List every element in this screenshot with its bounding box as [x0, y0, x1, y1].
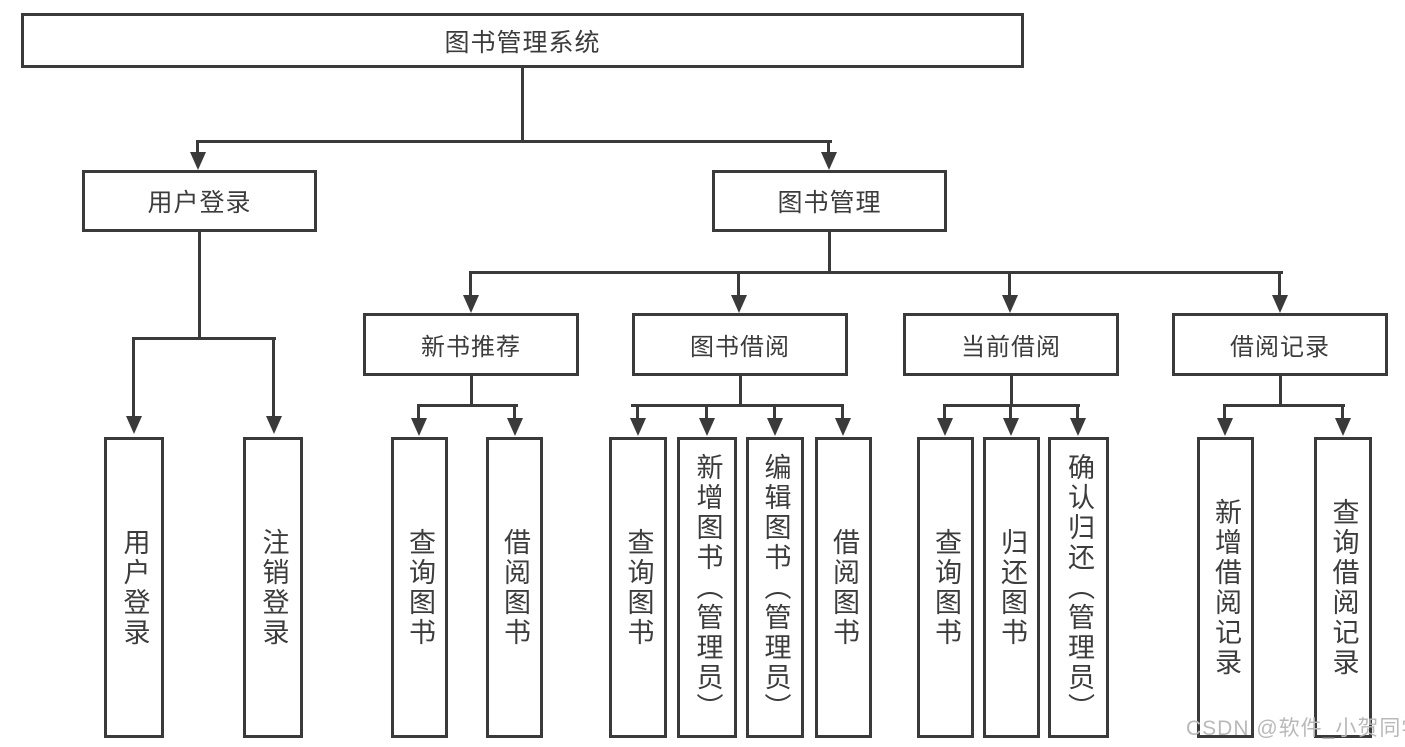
connector-book-management-stem — [828, 232, 831, 271]
node-user-login: 用户登录 — [82, 170, 317, 232]
arrow-to-new-book-recommend — [463, 271, 479, 313]
leaf-borrowing-add-books: 新增图书（管理员） — [677, 437, 737, 738]
leaf-current-query-books: 查询图书 — [917, 437, 974, 738]
leaf-current-return-books: 归还图书 — [983, 437, 1040, 738]
connector-records-horizontal — [1224, 404, 1345, 407]
arrow-to-records-query — [1335, 404, 1351, 436]
watermark: CSDN @软件_小贺同学 — [1186, 717, 1405, 740]
arrow-to-borrowing-query — [630, 404, 646, 436]
connector-recommend-stem — [470, 376, 473, 404]
leaf-records-add-record: 新增借阅记录 — [1197, 437, 1254, 738]
leaf-borrowing-borrow-books: 借阅图书 — [815, 437, 872, 738]
leaf-borrowing-edit-books: 编辑图书（管理员） — [746, 437, 804, 738]
arrow-to-book-borrowing — [731, 271, 747, 313]
connector-root-stem — [521, 68, 524, 143]
leaf-user-login: 用户登录 — [104, 437, 164, 738]
leaf-records-query-record: 查询借阅记录 — [1314, 437, 1372, 738]
node-book-borrowing: 图书借阅 — [632, 313, 848, 376]
connector-current-stem — [1010, 376, 1013, 404]
connector-borrowing-horizontal — [631, 404, 843, 407]
arrow-to-current-query — [937, 404, 953, 436]
node-borrowing-records: 借阅记录 — [1172, 313, 1388, 376]
connector-root-horizontal — [196, 140, 832, 143]
node-root: 图书管理系统 — [21, 13, 1024, 68]
connector-records-stem — [1279, 376, 1282, 404]
leaf-borrowing-query-books: 查询图书 — [609, 437, 667, 738]
leaf-logout: 注销登录 — [243, 437, 303, 738]
arrow-to-borrowing-records — [1272, 271, 1288, 313]
connector-current-horizontal — [944, 404, 1080, 407]
connector-user-login-stem — [198, 232, 201, 337]
leaf-current-confirm-return: 确认归还（管理员） — [1048, 437, 1109, 738]
node-book-management: 图书管理 — [712, 170, 947, 232]
connector-borrowing-stem — [739, 376, 742, 404]
arrow-to-recommend-borrow — [507, 404, 523, 436]
arrow-to-borrowing-borrow — [835, 404, 851, 436]
arrow-to-borrowing-add — [699, 404, 715, 436]
node-new-book-recommend: 新书推荐 — [363, 313, 579, 376]
arrow-to-user-login-leaf — [126, 337, 142, 434]
arrow-to-current-confirm — [1070, 404, 1086, 436]
arrow-to-logout-leaf — [266, 337, 282, 434]
arrow-to-book-management — [821, 140, 837, 170]
arrow-to-borrowing-edit — [767, 404, 783, 436]
arrow-to-records-add — [1217, 404, 1233, 436]
arrow-to-user-login — [190, 140, 206, 170]
connector-recommend-horizontal — [418, 404, 518, 407]
arrow-to-recommend-query — [411, 404, 427, 436]
leaf-recommend-query-books: 查询图书 — [391, 437, 448, 738]
node-current-borrowing: 当前借阅 — [903, 313, 1119, 376]
connector-book-management-horizontal — [470, 271, 1283, 274]
leaf-recommend-borrow-books: 借阅图书 — [486, 437, 543, 738]
arrow-to-current-return — [1003, 404, 1019, 436]
connector-user-login-horizontal — [133, 337, 276, 340]
arrow-to-current-borrowing — [1002, 271, 1018, 313]
